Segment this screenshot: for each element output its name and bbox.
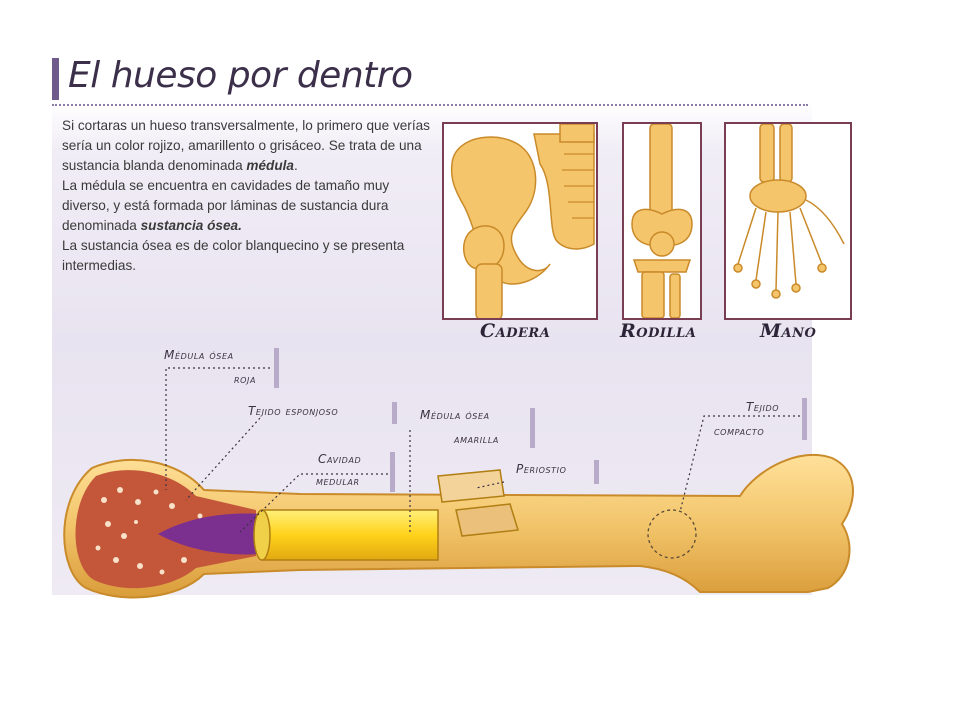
label-tab [594,460,599,484]
intro-segment-3: La médula se encuentra en cavidades de t… [62,178,390,233]
label-cavidad-2: medular [316,474,360,488]
intro-text: Si cortaras un hueso transversalmente, l… [62,116,434,276]
caption-mano: Mano [760,320,817,342]
periosteum-flap [437,469,519,537]
label-tejido-esponjoso: Tejido esponjoso [248,404,339,418]
label-tab [392,402,397,424]
leader-lines [165,367,800,534]
caption-cadera: Cadera [480,320,551,342]
label-tab [274,348,279,388]
bone-shape [63,453,854,599]
caption-rodilla: Rodilla [620,320,697,342]
label-tejido-compacto-2: compacto [714,424,765,438]
intro-emphasis-sustancia: sustancia ósea. [140,218,242,233]
label-tab [802,398,807,440]
knee-joint-icon [631,124,693,318]
marrow-cavity-cylinder [261,509,439,561]
thumbnail-rodilla [622,122,702,320]
label-tab [530,408,535,448]
page-title: El hueso por dentro [68,55,413,96]
intro-segment-1: Si cortaras un hueso transversalmente, l… [62,118,430,173]
title-accent-bar [52,58,59,100]
label-medula-amarilla-2: amarilla [454,432,499,446]
thumbnail-cadera [442,122,598,320]
intro-emphasis-medula: médula [246,158,294,173]
label-medula-amarilla-1: Médula ósea [420,408,490,422]
hip-joint-icon [450,124,595,318]
label-cavidad-1: Cavidad [318,452,362,466]
label-medula-roja-1: Médula ósea [164,348,234,362]
label-tejido-compacto-1: Tejido [746,400,780,414]
hand-bones-icon [733,124,845,299]
intro-segment-2: . [294,158,298,173]
label-tab [390,452,395,492]
red-marrow-cavity [158,513,260,555]
label-periostio: Periostio [516,462,567,476]
intro-segment-4: La sustancia ósea es de color blanquecin… [62,238,405,273]
cavity-opening [253,509,271,561]
label-medula-roja-2: roja [234,372,257,386]
thumbnail-mano [724,122,852,320]
compact-tissue-highlight [647,509,697,559]
title-divider [52,104,808,106]
